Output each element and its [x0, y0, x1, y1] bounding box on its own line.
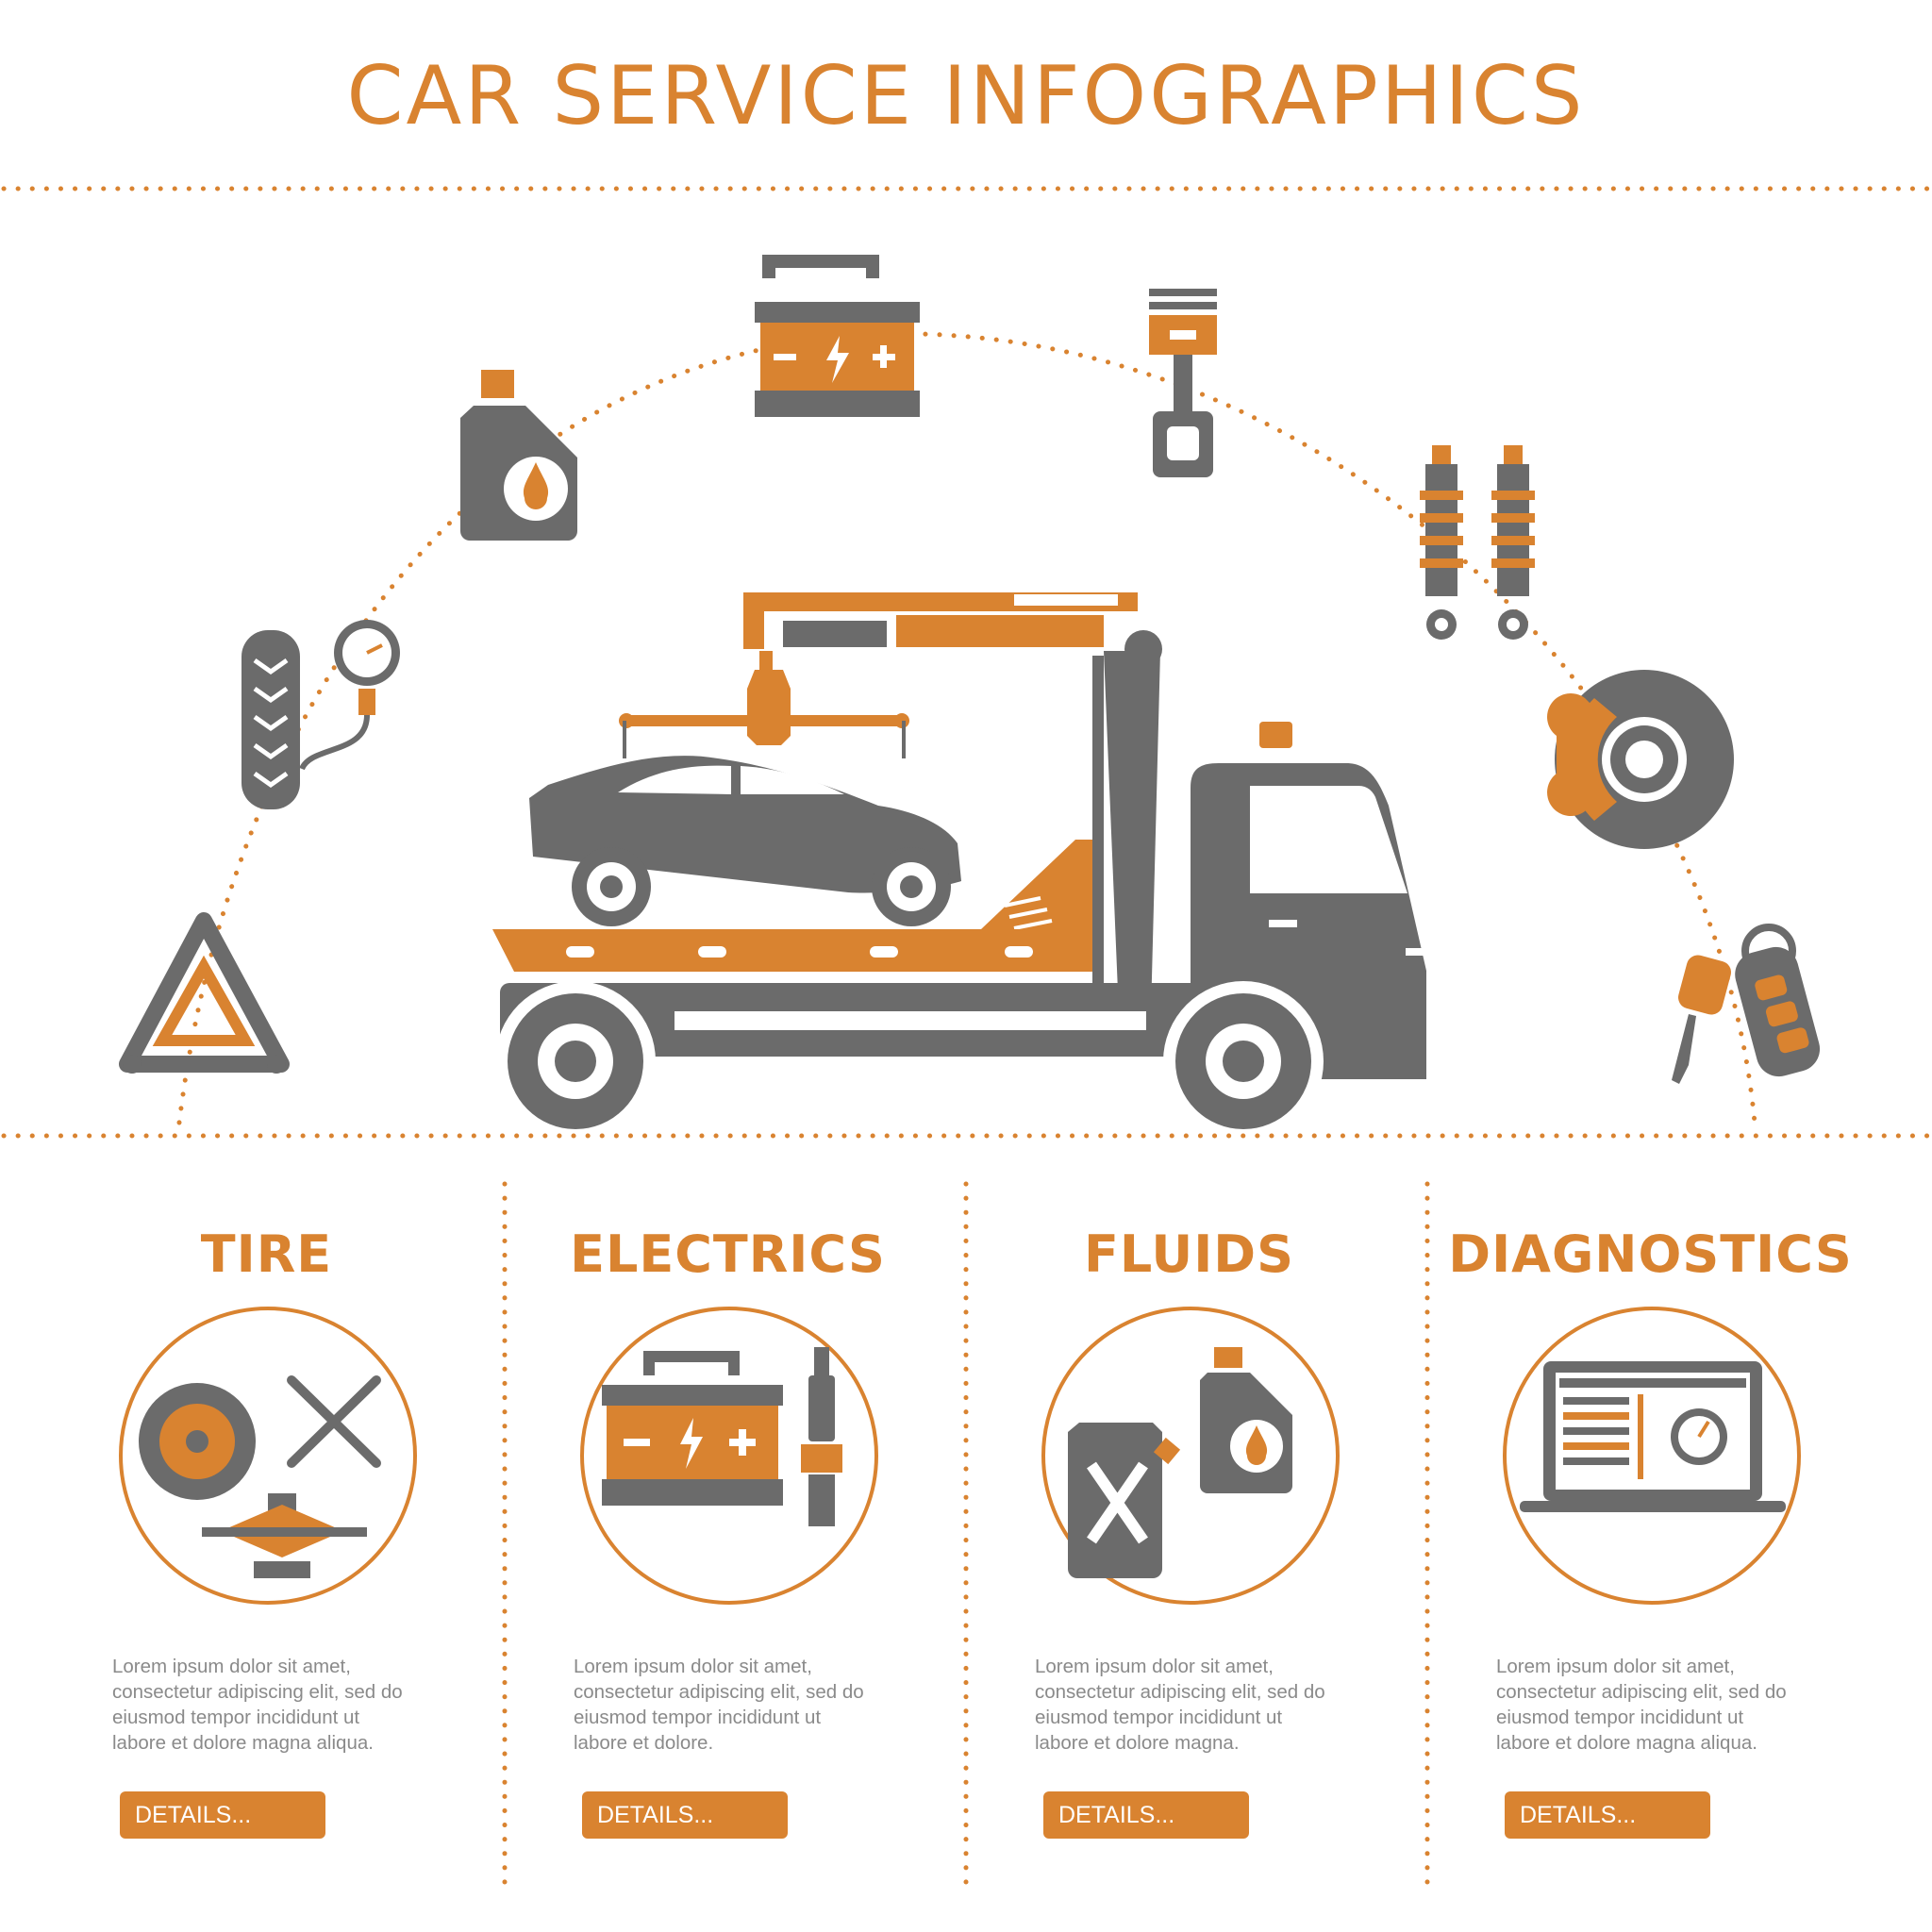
- diagnostic-laptop-icon: [1503, 1307, 1801, 1605]
- card-text-diagnostics: Lorem ipsum dolor sit amet,consectetur a…: [1496, 1656, 1787, 1754]
- shock-absorbers-icon: [1420, 445, 1535, 640]
- page-title: CAR SERVICE INFOGRAPHICS: [346, 49, 1586, 143]
- piston-icon: [1149, 289, 1217, 477]
- brake-disc-icon: [1547, 670, 1734, 849]
- card-title-diagnostics: DIAGNOSTICS: [1448, 1224, 1853, 1284]
- fuel-canisters-icon: [1041, 1307, 1340, 1605]
- card-text-tire: Lorem ipsum dolor sit amet,consectetur a…: [112, 1656, 403, 1754]
- column-dividers: [502, 1181, 1430, 1894]
- car-battery-icon: [755, 255, 920, 417]
- card-title-electrics: ELECTRICS: [570, 1224, 886, 1284]
- details-button-diagnostics[interactable]: DETAILS...: [1505, 1791, 1710, 1839]
- details-button-tire[interactable]: DETAILS...: [120, 1791, 325, 1839]
- hero-illustration: [119, 255, 1821, 1132]
- card-title-tire: TIRE: [200, 1224, 333, 1284]
- card-title-fluids: FLUIDS: [1083, 1224, 1295, 1284]
- card-text-fluids: Lorem ipsum dolor sit amet,consectetur a…: [1035, 1656, 1325, 1754]
- tow-truck-icon: [492, 592, 1426, 1132]
- car-keys-icon: [1672, 924, 1821, 1084]
- middle-dotted-divider: [1, 1133, 1932, 1139]
- oil-canister-icon: [460, 370, 577, 541]
- card-text-electrics: Lorem ipsum dolor sit amet,consectetur a…: [574, 1656, 864, 1754]
- battery-sparkplug-icon: [580, 1307, 878, 1605]
- warning-triangle-icon: [119, 912, 290, 1074]
- details-button-fluids[interactable]: DETAILS...: [1043, 1791, 1249, 1839]
- details-button-electrics[interactable]: DETAILS...: [582, 1791, 788, 1839]
- dotted-arc: [176, 331, 1757, 1125]
- tire-tools-icon: [119, 1307, 417, 1605]
- tire-pressure-gauge-icon: [242, 620, 400, 809]
